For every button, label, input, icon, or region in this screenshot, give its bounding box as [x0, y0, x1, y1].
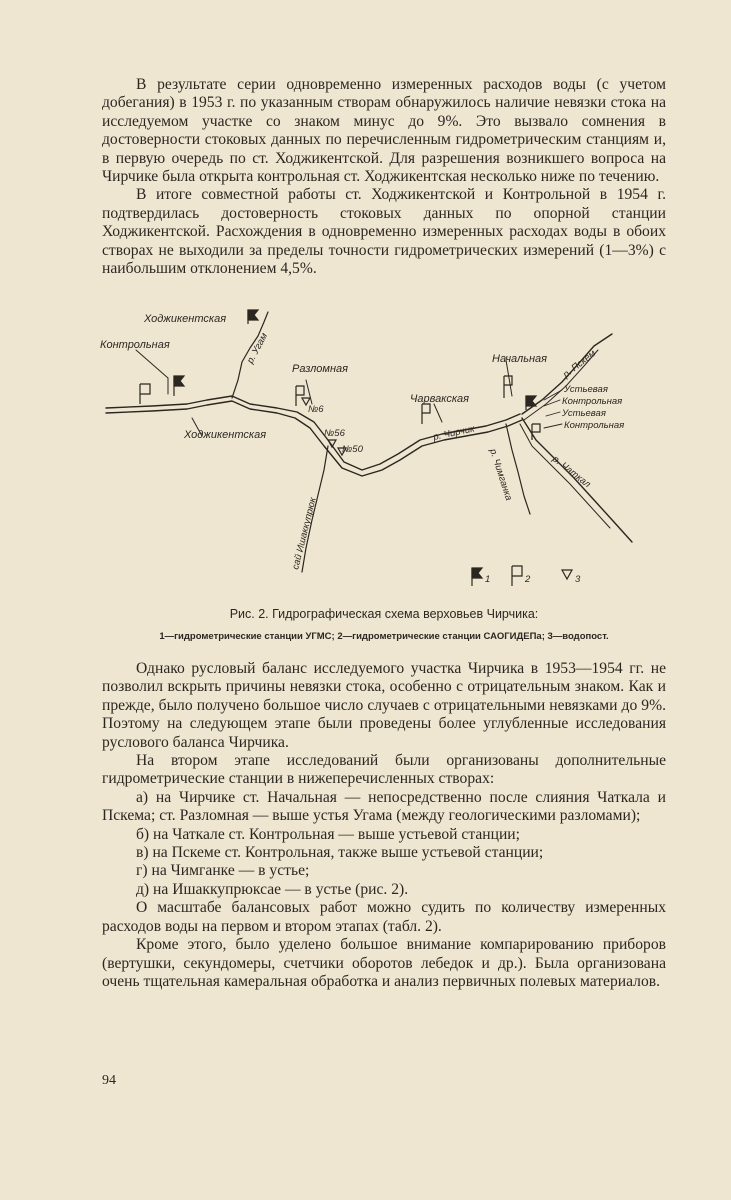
ishakkupryuk-river: [301, 445, 329, 573]
saogidep-station-chatkal-icon: [531, 423, 541, 440]
legend-saogidep-icon: [511, 565, 523, 586]
paragraph: Кроме этого, было уделено большое вниман…: [102, 936, 666, 990]
label-n6: №6: [308, 404, 324, 415]
caption-legend: 1—гидрометрические станции УГМС; 2—гидро…: [159, 631, 609, 642]
legend-water-post-icon: [560, 569, 574, 581]
label-nachalnaya: Начальная: [492, 353, 547, 365]
figure-caption: Рис. 2. Гидрографическая схема верховьев…: [102, 606, 666, 644]
label-chimganka: р. Чимганка: [487, 447, 514, 502]
chimganka-river: [505, 423, 531, 515]
river-map: Ходжикентская Контрольная р. Угам Разлом…: [100, 309, 633, 586]
caption-title: Рис. 2. Гидрографическая схема верховьев…: [229, 607, 539, 621]
paragraph: В итоге совместной работы ст. Ходжикентс…: [102, 186, 666, 278]
label-kontrolnaya-2: Контрольная: [564, 420, 624, 431]
paragraph: В результате серии одновременно измеренн…: [102, 76, 666, 186]
label-razlomnaya: Разломная: [292, 363, 348, 375]
water-post-n50-icon: [336, 447, 348, 457]
water-post-n56-icon: [326, 439, 338, 449]
paragraph: О масштабе балансовых работ можно судить…: [102, 899, 666, 935]
list-item: а) на Чирчике ст. Начальная — непосредст…: [102, 788, 666, 825]
chirchik-river: [105, 395, 521, 471]
label-khodzhikentskaya-bottom: Ходжикентская: [183, 429, 266, 441]
label-n50: №50: [342, 444, 364, 455]
legend-label-2: 2: [524, 574, 531, 585]
legend-label-3: 3: [575, 574, 581, 585]
label-n56: №56: [324, 428, 346, 439]
label-ustevaya-2: Устьевая: [561, 408, 606, 419]
label-charvakskaya: Чарвакская: [410, 393, 469, 405]
saogidep-station-nachalnaya-icon: [503, 375, 513, 398]
top-text: В результате серии одновременно измеренн…: [102, 76, 666, 278]
water-post-n6-icon: [300, 397, 312, 407]
saogidep-station-charvak-icon: [421, 403, 431, 424]
saogidep-station-kontrolnaya-icon: [139, 383, 151, 404]
label-kontrolnaya-left: Контрольная: [100, 339, 170, 351]
list-item: д) на Ишаккупрюксае — в устье (рис. 2).: [136, 880, 409, 898]
saogidep-station-razlomnaya-icon: [295, 385, 305, 406]
hydrographic-scheme-figure: Ходжикентская Контрольная р. Угам Разлом…: [92, 300, 682, 600]
list-item: г) на Чимганке — в устье;: [136, 862, 310, 880]
page-number: 94: [102, 1073, 116, 1088]
ugam-river: [231, 311, 269, 399]
label-ugam: р. Угам: [244, 331, 270, 366]
bottom-text: Однако русловый баланс исследуемого учас…: [102, 660, 666, 991]
paragraph: На втором этапе исследований были органи…: [102, 752, 666, 788]
station-list: а) на Чирчике ст. Начальная — непосредст…: [102, 789, 666, 899]
label-ustevaya-1: Устьевая: [563, 384, 608, 395]
list-item: в) на Пскеме ст. Контрольная, также выше…: [136, 844, 544, 862]
label-khodzhikentskaya-top: Ходжикентская: [143, 313, 226, 325]
list-item: б) на Чаткале ст. Контрольная — выше уст…: [136, 825, 520, 843]
pskem-river: [521, 333, 613, 415]
label-pskem: р. Пскем: [560, 348, 598, 381]
paragraph: Однако русловый баланс исследуемого учас…: [102, 660, 666, 751]
label-chirchik: р. Чирчик: [431, 423, 476, 443]
legend-label-1: 1: [485, 574, 490, 585]
chatkal-river: [521, 417, 633, 543]
label-kontrolnaya-1: Контрольная: [562, 396, 622, 407]
